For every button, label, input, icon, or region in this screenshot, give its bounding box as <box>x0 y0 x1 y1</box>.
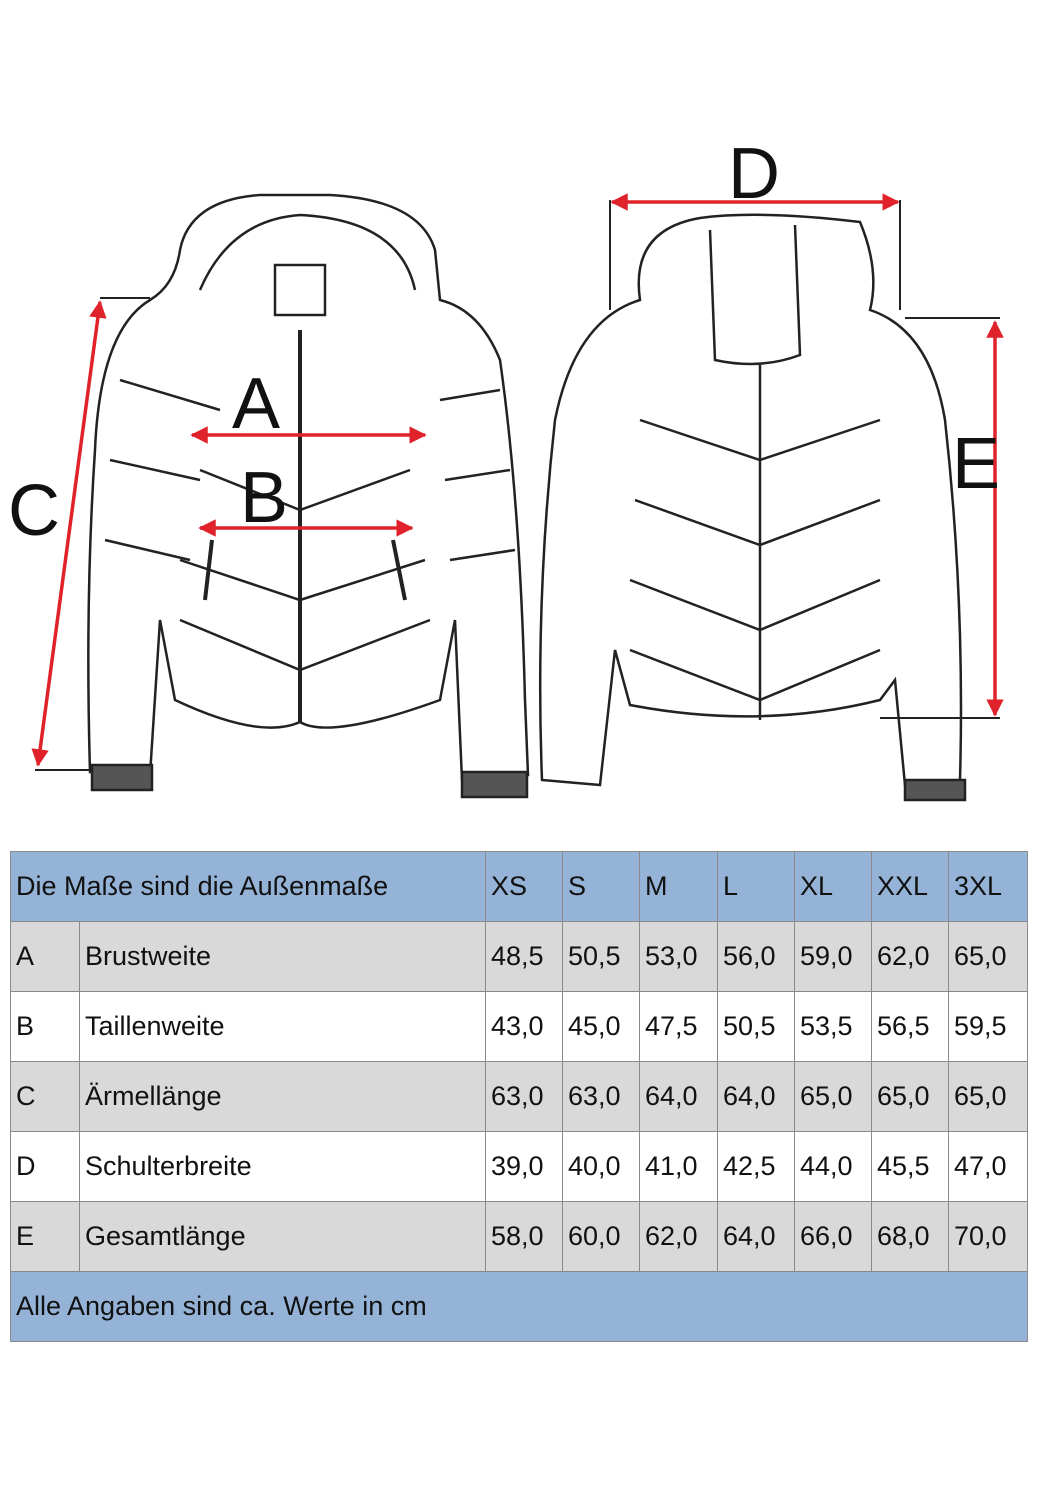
row-name: Ärmellänge <box>79 1061 486 1132</box>
row-name: Taillenweite <box>79 991 486 1062</box>
size-table: Die Maße sind die Außenmaße XS S M L XL … <box>10 851 1028 1342</box>
front-jacket-drawing <box>87 193 530 799</box>
cell: 53,5 <box>794 991 872 1062</box>
cell: 56,5 <box>871 991 949 1062</box>
cell: 65,0 <box>948 1061 1028 1132</box>
row-code: D <box>10 1131 80 1202</box>
size-header: XXL <box>871 851 949 922</box>
cell: 47,0 <box>948 1131 1028 1202</box>
cell: 58,0 <box>485 1201 563 1272</box>
cell: 56,0 <box>717 921 795 992</box>
table-row: D Schulterbreite 39,0 40,0 41,0 42,5 44,… <box>10 1131 1028 1202</box>
size-header: S <box>562 851 640 922</box>
cell: 68,0 <box>871 1201 949 1272</box>
cell: 39,0 <box>485 1131 563 1202</box>
size-header: XL <box>794 851 872 922</box>
cell: 41,0 <box>639 1131 718 1202</box>
header-title: Die Maße sind die Außenmaße <box>10 851 486 922</box>
cell: 47,5 <box>639 991 718 1062</box>
size-header: M <box>639 851 718 922</box>
row-code: E <box>10 1201 80 1272</box>
label-e: E <box>952 424 1001 504</box>
table-header-row: Die Maße sind die Außenmaße XS S M L XL … <box>10 851 1028 922</box>
cell: 40,0 <box>562 1131 640 1202</box>
cell: 43,0 <box>485 991 563 1062</box>
size-header: 3XL <box>948 851 1028 922</box>
table-row: B Taillenweite 43,0 45,0 47,5 50,5 53,5 … <box>10 991 1028 1062</box>
cell: 60,0 <box>562 1201 640 1272</box>
cell: 63,0 <box>485 1061 563 1132</box>
size-header: L <box>717 851 795 922</box>
cell: 42,5 <box>717 1131 795 1202</box>
cell: 59,5 <box>948 991 1028 1062</box>
row-code: A <box>10 921 80 992</box>
table-row: E Gesamtlänge 58,0 60,0 62,0 64,0 66,0 6… <box>10 1201 1028 1272</box>
cell: 62,0 <box>871 921 949 992</box>
label-b: B <box>240 458 289 538</box>
row-name: Schulterbreite <box>79 1131 486 1202</box>
table-row: C Ärmellänge 63,0 63,0 64,0 64,0 65,0 65… <box>10 1061 1028 1132</box>
cell: 45,0 <box>562 991 640 1062</box>
cell: 62,0 <box>639 1201 718 1272</box>
cell: 66,0 <box>794 1201 872 1272</box>
cell: 64,0 <box>639 1061 718 1132</box>
cell: 64,0 <box>717 1061 795 1132</box>
cell: 65,0 <box>871 1061 949 1132</box>
label-a: A <box>232 364 281 444</box>
arrow-c <box>31 300 107 767</box>
cell: 45,5 <box>871 1131 949 1202</box>
row-code: C <box>10 1061 80 1132</box>
cell: 50,5 <box>562 921 640 992</box>
cell: 53,0 <box>639 921 718 992</box>
jacket-diagram <box>31 193 1004 802</box>
size-header: XS <box>485 851 563 922</box>
cell: 44,0 <box>794 1131 872 1202</box>
row-name: Gesamtlänge <box>79 1201 486 1272</box>
cell: 59,0 <box>794 921 872 992</box>
table-footer-row: Alle Angaben sind ca. Werte in cm <box>10 1271 1028 1342</box>
row-name: Brustweite <box>79 921 486 992</box>
cell: 65,0 <box>948 921 1028 992</box>
cell: 65,0 <box>794 1061 872 1132</box>
back-jacket-drawing <box>538 213 967 802</box>
measurement-arrows <box>31 193 1004 767</box>
cell: 63,0 <box>562 1061 640 1132</box>
footer-note: Alle Angaben sind ca. Werte in cm <box>10 1271 1028 1342</box>
row-code: B <box>10 991 80 1062</box>
cell: 70,0 <box>948 1201 1028 1272</box>
label-c: C <box>8 471 60 551</box>
cell: 64,0 <box>717 1201 795 1272</box>
label-d: D <box>728 134 780 214</box>
cell: 50,5 <box>717 991 795 1062</box>
table-row: A Brustweite 48,5 50,5 53,0 56,0 59,0 62… <box>10 921 1028 992</box>
cell: 48,5 <box>485 921 563 992</box>
